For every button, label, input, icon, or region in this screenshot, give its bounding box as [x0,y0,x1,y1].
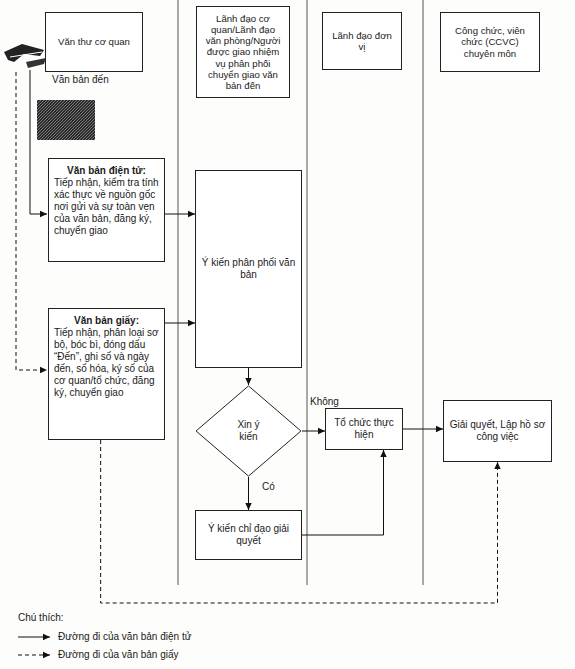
box-heading: Văn bản giấy: [54,315,159,327]
flow-arrow [165,323,195,324]
box-text: Lãnh đạo cơ quan/Lãnh đạo văn phòng/Ngườ… [202,13,284,91]
process-box: Văn bản điện tử:Tiếp nhận, kiểm tra tính… [48,158,165,262]
process-box: Văn bản giấy:Tiếp nhận, phân loại sơ bộ,… [48,308,165,440]
legend-text: Đường đi của văn bản giấy [58,649,179,661]
box-text: Lãnh đạo đơn vị [328,30,396,52]
legend-sample-solid [18,637,50,638]
box-text: Xin ý kiến [229,419,269,443]
flow-arrow [248,368,249,385]
process-box: Giải quyết, Lập hồ sơ công việc [443,400,552,462]
swimlane-divider [178,0,423,585]
box-text: Tổ chức thực hiện [331,417,397,441]
lane-header: Lãnh đạo cơ quan/Lãnh đạo văn phòng/Ngườ… [196,6,290,98]
flow-arrow [302,431,325,432]
box-text: Văn thư cơ quan [58,36,130,47]
process-box: Tổ chức thực hiện [325,408,403,450]
flow-arrow [248,477,249,510]
legend-text: Đường đi của văn bản điện tử [58,631,191,643]
edge-label: Có [262,481,275,493]
flow-arrow [165,214,195,215]
process-box: Ý kiến chỉ đạo giải quyết [195,510,302,560]
box-text: Ý kiến phân phối văn bản [201,257,296,281]
electronic-path-line [30,70,47,214]
legend-sample-dashed [18,655,50,656]
box-heading: Văn bản điện tử: [54,165,159,177]
icon-caption: Văn bản đến [52,74,109,86]
edge-label: Không [310,396,339,408]
paper-path-line [16,72,47,370]
paper-flow-arrow [101,440,498,603]
lane-header: Công chức, viên chức (CCVC) chuyên môn [440,12,540,72]
box-text: Tiếp nhận, kiểm tra tính xác thực về ngu… [54,177,159,237]
process-box: Ý kiến phân phối văn bản [195,170,302,368]
lane-header: Lãnh đạo đơn vị [322,12,402,70]
box-text: Công chức, viên chức (CCVC) chuyên môn [446,25,534,59]
legend-heading: Chú thích: [18,612,64,624]
lane-header: Văn thư cơ quan [45,12,143,72]
flow-arrow [403,429,443,430]
decision-diamond: Xin ý kiến [195,385,302,477]
flow-arrow [302,450,384,535]
box-text: Ý kiến chỉ đạo giải quyết [201,523,296,547]
box-text: Giải quyết, Lập hồ sơ công việc [449,419,546,443]
box-text: Tiếp nhận, phân loại sơ bộ, bóc bì, đóng… [54,327,159,399]
